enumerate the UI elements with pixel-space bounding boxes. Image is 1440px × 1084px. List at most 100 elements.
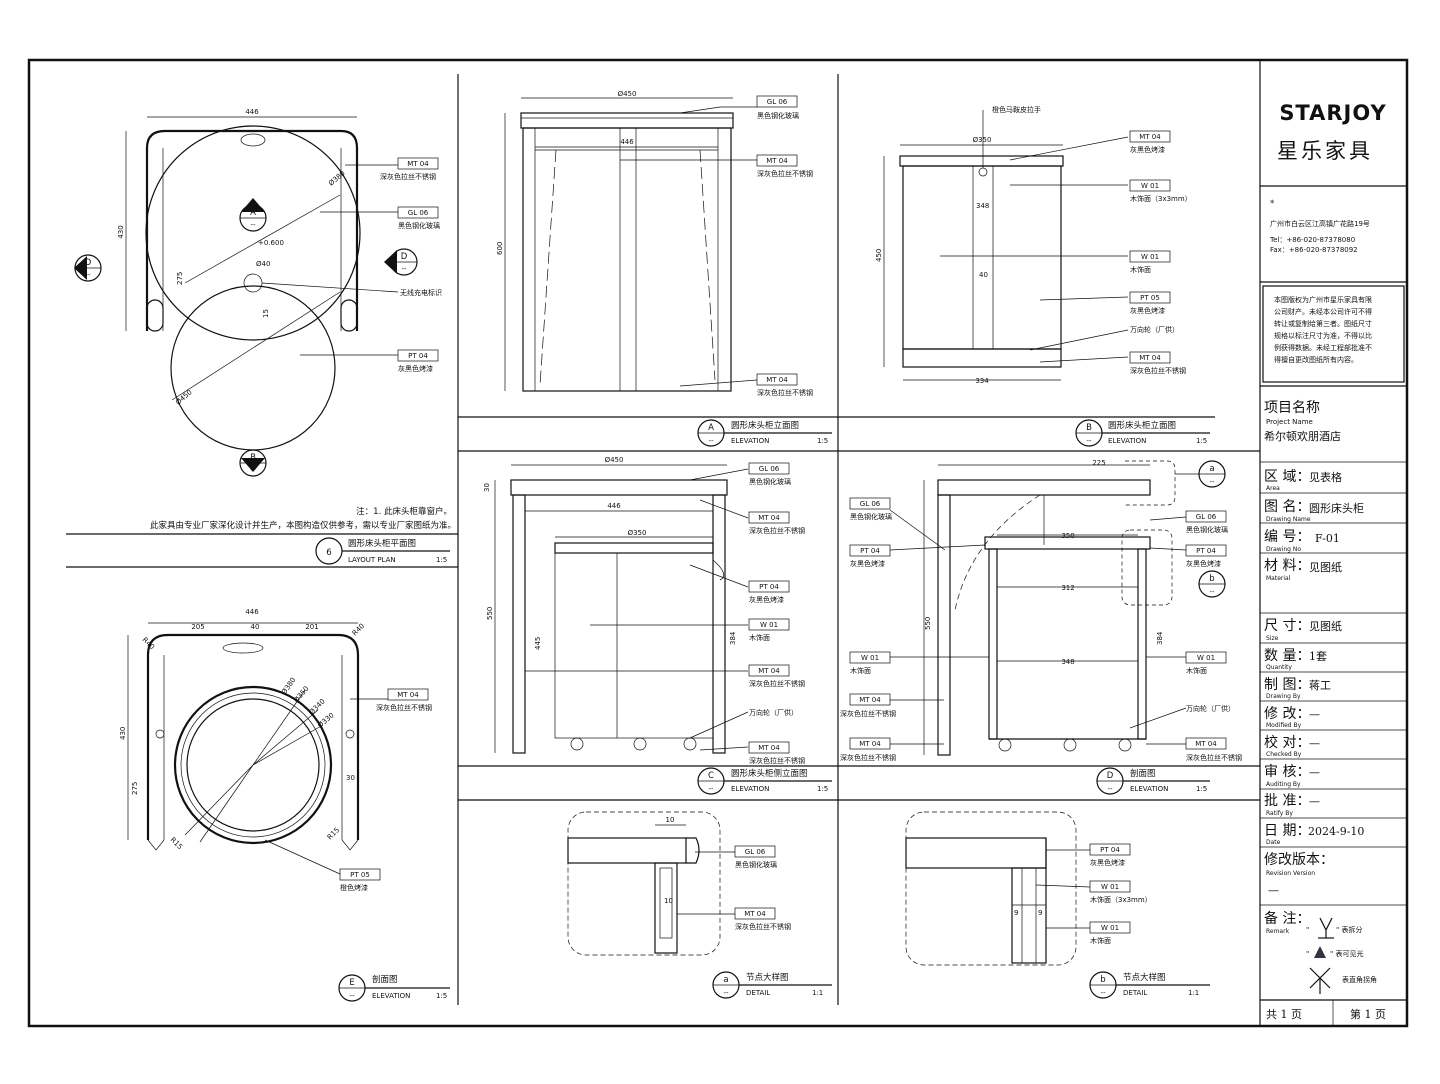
svg-text:剖面图: 剖面图 bbox=[1130, 768, 1156, 779]
svg-text:C: C bbox=[708, 771, 714, 781]
svg-text:本图版权为广州市星乐家具有限: 本图版权为广州市星乐家具有限 bbox=[1274, 295, 1372, 304]
e-430: 430 bbox=[119, 727, 127, 740]
e-r15-left: R15 bbox=[169, 836, 184, 851]
view-title-db: b -- 节点大样图 DETAIL 1:1 bbox=[1089, 971, 1210, 999]
drawing-name-label: 图 名： bbox=[1264, 499, 1310, 515]
svg-text:ELEVATION: ELEVATION bbox=[1108, 437, 1146, 445]
b-348: 348 bbox=[976, 202, 989, 210]
checked-label: 校 对： bbox=[1264, 734, 1310, 751]
e-d380: Ø380 bbox=[280, 676, 297, 696]
date-label: 日 期： bbox=[1264, 823, 1310, 839]
svg-text:": " bbox=[1306, 926, 1309, 934]
e-40: 40 bbox=[251, 623, 260, 631]
bottom-shelf-circle bbox=[170, 285, 336, 451]
svg-text:W 01: W 01 bbox=[1141, 253, 1159, 261]
page-number: 第 1 页 bbox=[1350, 1007, 1386, 1021]
drawing-name-value: 圆形床头柜 bbox=[1309, 501, 1364, 515]
view-layout-plan: 446 430 Ø380 Ø450 Ø40 +0.600 275 15 A --… bbox=[66, 108, 458, 565]
svg-text:ELEVATION: ELEVATION bbox=[1130, 785, 1168, 793]
audit-value: — bbox=[1309, 766, 1320, 779]
svg-text:MT 04: MT 04 bbox=[766, 157, 788, 165]
plan-elevation: +0.600 bbox=[258, 239, 284, 247]
ratify-label: 批 准： bbox=[1264, 793, 1310, 809]
e-275: 275 bbox=[131, 782, 139, 795]
svg-text:转让或复制给第三者。图纸尺寸: 转让或复制给第三者。图纸尺寸 bbox=[1274, 319, 1372, 328]
remark-split: " 表拆分 bbox=[1336, 925, 1362, 934]
area-value: 见表格 bbox=[1309, 470, 1342, 484]
svg-text:灰黑色烤漆: 灰黑色烤漆 bbox=[1186, 559, 1221, 568]
svg-text:1:5: 1:5 bbox=[817, 785, 828, 793]
plan-275: 275 bbox=[176, 272, 184, 285]
wireless-charge-mark bbox=[243, 273, 263, 293]
e-201: 201 bbox=[305, 623, 318, 631]
corner-symbol-icon bbox=[1309, 967, 1331, 994]
svg-text:W 01: W 01 bbox=[760, 621, 778, 629]
svg-text:木饰面（3x3mm）: 木饰面（3x3mm） bbox=[1130, 194, 1192, 203]
svg-text:PT 05: PT 05 bbox=[350, 871, 370, 879]
svg-text:灰黑色烤漆: 灰黑色烤漆 bbox=[1130, 145, 1165, 154]
svg-text:Material: Material bbox=[1266, 575, 1291, 582]
view-elevation-c: Ø450 446 Ø350 550 445 384 30 GL 06黑色钢化玻璃… bbox=[458, 456, 838, 795]
ratify-value: — bbox=[1309, 795, 1320, 808]
c-inner: 446 bbox=[607, 502, 621, 510]
svg-text:1:5: 1:5 bbox=[1196, 437, 1207, 445]
svg-text:MT 04: MT 04 bbox=[859, 696, 881, 704]
da-10b: 10 bbox=[664, 897, 673, 905]
material-label: 材 料： bbox=[1264, 558, 1310, 574]
svg-text:GL 06: GL 06 bbox=[767, 98, 788, 106]
size-label: 尺 寸： bbox=[1264, 618, 1310, 634]
svg-text:D: D bbox=[1107, 771, 1114, 781]
svg-text:ELEVATION: ELEVATION bbox=[731, 437, 769, 445]
tag-pt05-e: PT 05 橙色烤漆 bbox=[339, 868, 381, 892]
view-title-e: E -- 剖面图 ELEVATION 1:5 bbox=[338, 974, 450, 1002]
plan-dia-small: Ø40 bbox=[256, 260, 270, 268]
drawn-value: 蒋工 bbox=[1309, 679, 1331, 692]
drawn-label: 制 图： bbox=[1264, 677, 1310, 693]
svg-text:W 01: W 01 bbox=[1141, 182, 1159, 190]
svg-text:--: -- bbox=[250, 221, 256, 229]
section-marker-a-plan: A -- bbox=[239, 198, 267, 232]
svg-text:黑色钢化玻璃: 黑色钢化玻璃 bbox=[735, 860, 777, 869]
section-marker-b-plan: B -- bbox=[239, 449, 267, 477]
svg-text:MT 04: MT 04 bbox=[1195, 740, 1217, 748]
caster-label-b: 万向轮（厂供） bbox=[1130, 325, 1179, 334]
svg-text:LAYOUT PLAN: LAYOUT PLAN bbox=[348, 556, 396, 564]
svg-text:深灰色拉丝不锈钢: 深灰色拉丝不锈钢 bbox=[1130, 366, 1186, 375]
svg-text:深灰色拉丝不锈钢: 深灰色拉丝不锈钢 bbox=[380, 172, 436, 181]
e-205: 205 bbox=[191, 623, 204, 631]
svg-text:橙色烤漆: 橙色烤漆 bbox=[340, 883, 368, 892]
a-width: Ø450 bbox=[618, 90, 637, 98]
audit-label: 审 核： bbox=[1264, 764, 1310, 780]
sheet-border bbox=[27, 58, 1409, 1028]
svg-text:MT 04: MT 04 bbox=[397, 691, 419, 699]
plan-width-dim: 446 bbox=[245, 108, 259, 116]
svg-text:得擅自更改图纸所有内容。: 得擅自更改图纸所有内容。 bbox=[1274, 355, 1358, 364]
svg-text:Area: Area bbox=[1266, 485, 1280, 492]
svg-text:Revision Version: Revision Version bbox=[1266, 870, 1315, 877]
svg-text:Modified By: Modified By bbox=[1266, 722, 1302, 729]
e-r40-right: R40 bbox=[351, 622, 366, 637]
svg-text:圆形床头柜立面图: 圆形床头柜立面图 bbox=[731, 420, 799, 431]
svg-text:GL 06: GL 06 bbox=[759, 465, 780, 473]
svg-text:木饰面: 木饰面 bbox=[1130, 265, 1151, 274]
project-en: Project Name bbox=[1266, 418, 1313, 426]
svg-text:木饰面: 木饰面 bbox=[749, 633, 770, 642]
d-550: 550 bbox=[924, 617, 932, 630]
svg-text:1:1: 1:1 bbox=[812, 989, 823, 997]
svg-text:--: -- bbox=[85, 271, 91, 279]
handle-label: 橙色马鞍皮拉手 bbox=[992, 105, 1041, 114]
svg-text:例获得数据。未经工程部批准不: 例获得数据。未经工程部批准不 bbox=[1274, 343, 1372, 352]
